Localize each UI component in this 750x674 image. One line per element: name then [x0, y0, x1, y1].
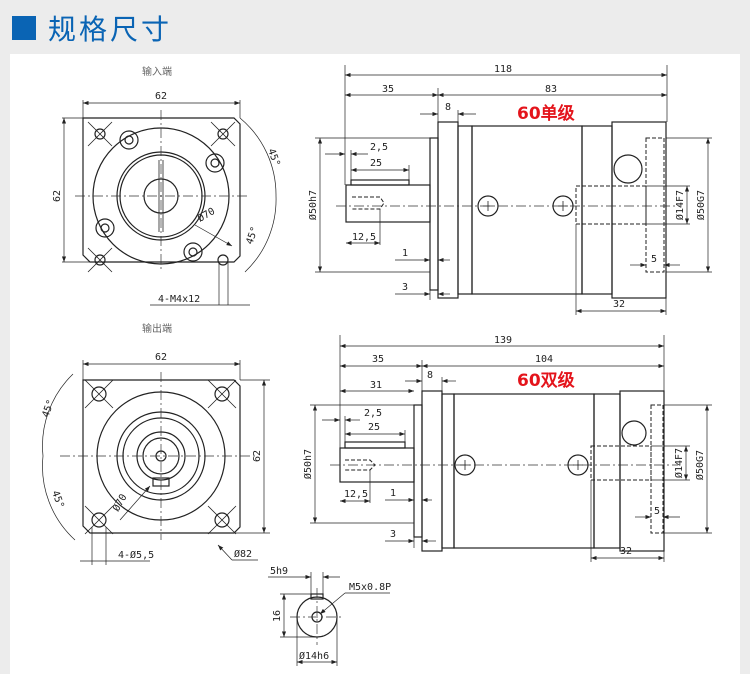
header-square-icon	[12, 16, 36, 40]
single-input-housing	[611, 121, 667, 299]
input-angle-top-label: 45°	[265, 147, 282, 168]
single-bore-dia: Ø14F7	[674, 190, 686, 220]
double-rear-length: 32	[620, 546, 632, 557]
single-tap-depth: 12,5	[352, 232, 376, 243]
single-shaft-dia: Ø50h7	[307, 190, 319, 220]
output-width-label: 62	[155, 352, 167, 363]
output-angle-arc-top	[42, 373, 74, 457]
output-angle-top-label: 45°	[40, 398, 57, 419]
double-key	[344, 441, 406, 449]
double-shaft-dia: Ø50h7	[302, 449, 314, 479]
single-bore-hidden	[575, 185, 647, 225]
double-body-length: 104	[535, 354, 553, 365]
double-bore-hidden	[590, 445, 652, 481]
double-input-housing	[619, 390, 665, 552]
double-stage-side-view: 139 35 104 8 60双级 31 2,5 25 12,5 1 3 Ø50…	[302, 335, 712, 562]
single-stage-title: 60单级	[517, 103, 575, 124]
double-bore-dia: Ø14F7	[673, 448, 685, 478]
output-end-view: 输出端 62 62 45° 45° Ø70 4-Ø5,5	[40, 322, 270, 565]
shaft-diameter-label: Ø14h6	[299, 650, 329, 662]
double-pilot-dia: Ø50G7	[694, 450, 706, 480]
double-body	[453, 393, 595, 549]
single-key-length: 25	[370, 158, 382, 169]
double-key-offset: 2,5	[364, 408, 382, 419]
output-mounting-holes	[84, 379, 237, 535]
output-flange-outline	[82, 379, 241, 534]
input-angle-arc-bottom	[244, 195, 277, 273]
shaft-height-label: 16	[272, 610, 283, 622]
input-view-caption: 输入端	[142, 65, 172, 78]
double-gap-1: 1	[390, 488, 396, 499]
input-counterbore-holes	[95, 130, 225, 262]
input-flange-outline	[82, 117, 241, 263]
section-title: 规格尺寸	[48, 13, 173, 46]
double-shaft-length: 31	[370, 380, 382, 391]
single-output-shaft	[345, 184, 431, 223]
input-pcd-label: Ø70	[196, 205, 218, 224]
single-key	[350, 179, 410, 186]
double-key-length: 25	[368, 422, 380, 433]
double-tap-depth: 12,5	[344, 489, 368, 500]
input-angle-bottom-label: 45°	[244, 225, 261, 246]
single-body-length: 83	[545, 84, 557, 95]
single-flange-thickness: 8	[445, 102, 451, 113]
double-gap-3: 3	[390, 529, 396, 540]
double-total-length: 139	[494, 335, 512, 346]
input-angle-arc-top	[239, 117, 277, 197]
single-access-port	[613, 154, 643, 184]
section-header: 规格尺寸	[12, 10, 172, 46]
single-pilot-dia: Ø50G7	[695, 190, 707, 220]
shaft-thread-label: M5x0.8P	[349, 582, 391, 593]
output-hole-label: 4-Ø5,5	[118, 549, 154, 561]
shaft-key-width-label: 5h9	[270, 566, 288, 577]
single-input-length: 35	[382, 84, 394, 95]
double-access-port	[621, 420, 647, 446]
output-height-label: 62	[252, 450, 263, 462]
single-key-offset: 2,5	[370, 142, 388, 153]
output-angle-bottom-label: 45°	[49, 489, 66, 510]
shaft-section-view: 5h9 16 M5x0.8P Ø14h6	[268, 566, 391, 666]
input-hole-label: 4-M4x12	[158, 294, 200, 305]
single-gap-3: 3	[402, 282, 408, 293]
output-angle-arc-bottom	[42, 455, 76, 541]
double-flange	[421, 390, 443, 552]
double-input-length: 35	[372, 354, 384, 365]
single-gap-1: 1	[402, 248, 408, 259]
single-body	[471, 125, 583, 295]
single-pilot-depth: 5	[651, 254, 657, 265]
double-pilot-depth: 5	[654, 506, 660, 517]
single-tapped-hole	[352, 196, 385, 210]
input-tapped-holes	[87, 121, 236, 273]
output-outer-label: Ø82	[234, 548, 252, 560]
single-stage-side-view: 118 35 83 8 60单级 2,5 25 12,5 1 3 Ø50h7 Ø…	[307, 64, 712, 315]
input-height-label: 62	[52, 190, 63, 202]
output-view-caption: 输出端	[142, 322, 172, 335]
single-rear-length: 32	[613, 299, 625, 310]
double-flange-thickness: 8	[427, 370, 433, 381]
single-total-length: 118	[494, 64, 512, 75]
input-width-label: 62	[155, 91, 167, 102]
single-flange	[437, 121, 459, 299]
double-stage-title: 60双级	[517, 370, 575, 391]
input-end-view: 输入端 62	[52, 65, 282, 306]
